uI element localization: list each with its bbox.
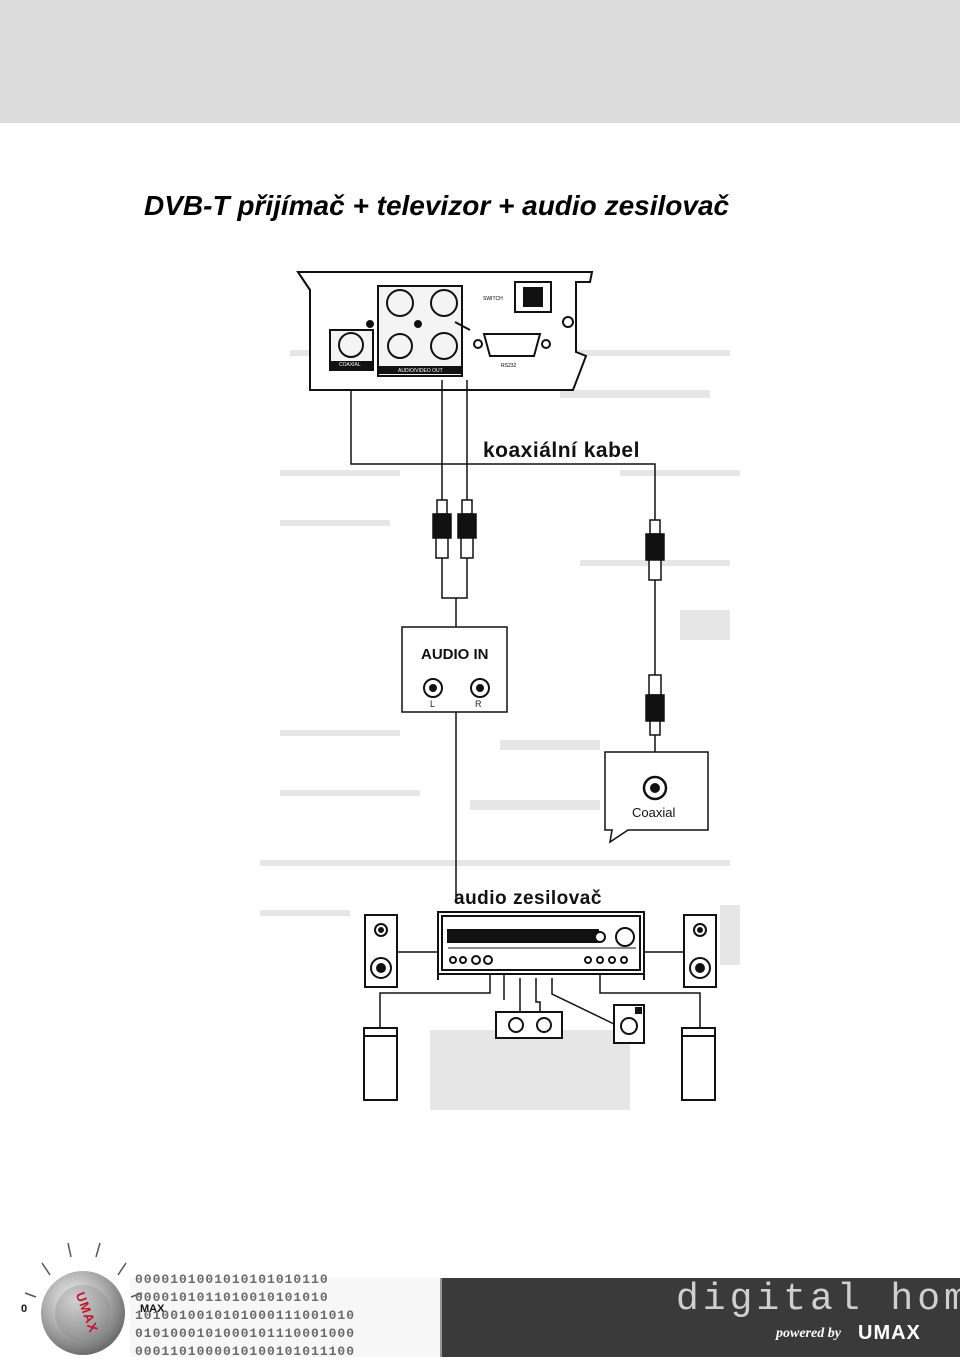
coaxial-plug-bottom (645, 674, 665, 736)
header-band (0, 0, 960, 123)
amplifier-label: audio zesilovač (454, 888, 602, 909)
binary-row: 0001101000010100101011100 (135, 1344, 356, 1359)
binary-row: 0101000101000101110001000 (135, 1326, 356, 1341)
dvbt-receiver-rear-panel (296, 271, 594, 391)
knob-zero-label: 0 (21, 1303, 28, 1315)
coaxial-plug-top (645, 519, 665, 581)
receiver-panel-labels: COAXIAL AUDIO/VIDEO OUT SWITCH RS232 (339, 296, 517, 374)
front-right-speaker (683, 914, 717, 988)
rear-right-speaker (681, 1027, 716, 1101)
digital-home-wordmark: digital home (676, 1278, 960, 1321)
svg-text:AUDIO/VIDEO OUT: AUDIO/VIDEO OUT (398, 368, 443, 374)
footer-graphic (0, 1242, 960, 1357)
knob-ticks (24, 1242, 143, 1298)
footer-band (440, 1278, 960, 1357)
cables (350, 380, 656, 900)
svg-text:SWITCH: SWITCH (483, 296, 503, 302)
coaxial-label: Coaxial (632, 805, 675, 820)
binary-row: 0000101001010101010110 (135, 1272, 329, 1287)
powered-by-label: powered by (776, 1326, 841, 1341)
knob-max-label: MAX (140, 1303, 165, 1315)
volume-knob (41, 1271, 125, 1355)
center-speaker (495, 1011, 563, 1039)
subwoofer (613, 1004, 645, 1044)
umax-logo: UMAX (858, 1322, 921, 1344)
rca-plug-left (432, 499, 452, 559)
coaxial-input-callout: Coaxial (604, 751, 709, 844)
channel-left-label: L (430, 699, 435, 709)
speaker-wiring (379, 951, 701, 1028)
footer: 0 MAX UMAX (0, 1235, 960, 1357)
rca-plug-right (457, 499, 477, 559)
audio-in-box: AUDIO IN L R (401, 626, 508, 713)
svg-text:RS232: RS232 (501, 363, 517, 369)
binary-row: 0000101011010010101010 (135, 1290, 329, 1305)
cable-label: koaxiální kabel (483, 439, 640, 462)
page-title: DVB-T přijímač + televizor + audio zesil… (144, 190, 730, 221)
channel-right-label: R (475, 699, 482, 709)
audio-in-label: AUDIO IN (421, 646, 489, 663)
rear-left-speaker (363, 1027, 398, 1101)
front-left-speaker (364, 914, 398, 988)
audio-amplifier (437, 911, 645, 980)
svg-text:COAXIAL: COAXIAL (339, 362, 361, 368)
binary-row: 1010010010101000111001010 (135, 1308, 356, 1323)
